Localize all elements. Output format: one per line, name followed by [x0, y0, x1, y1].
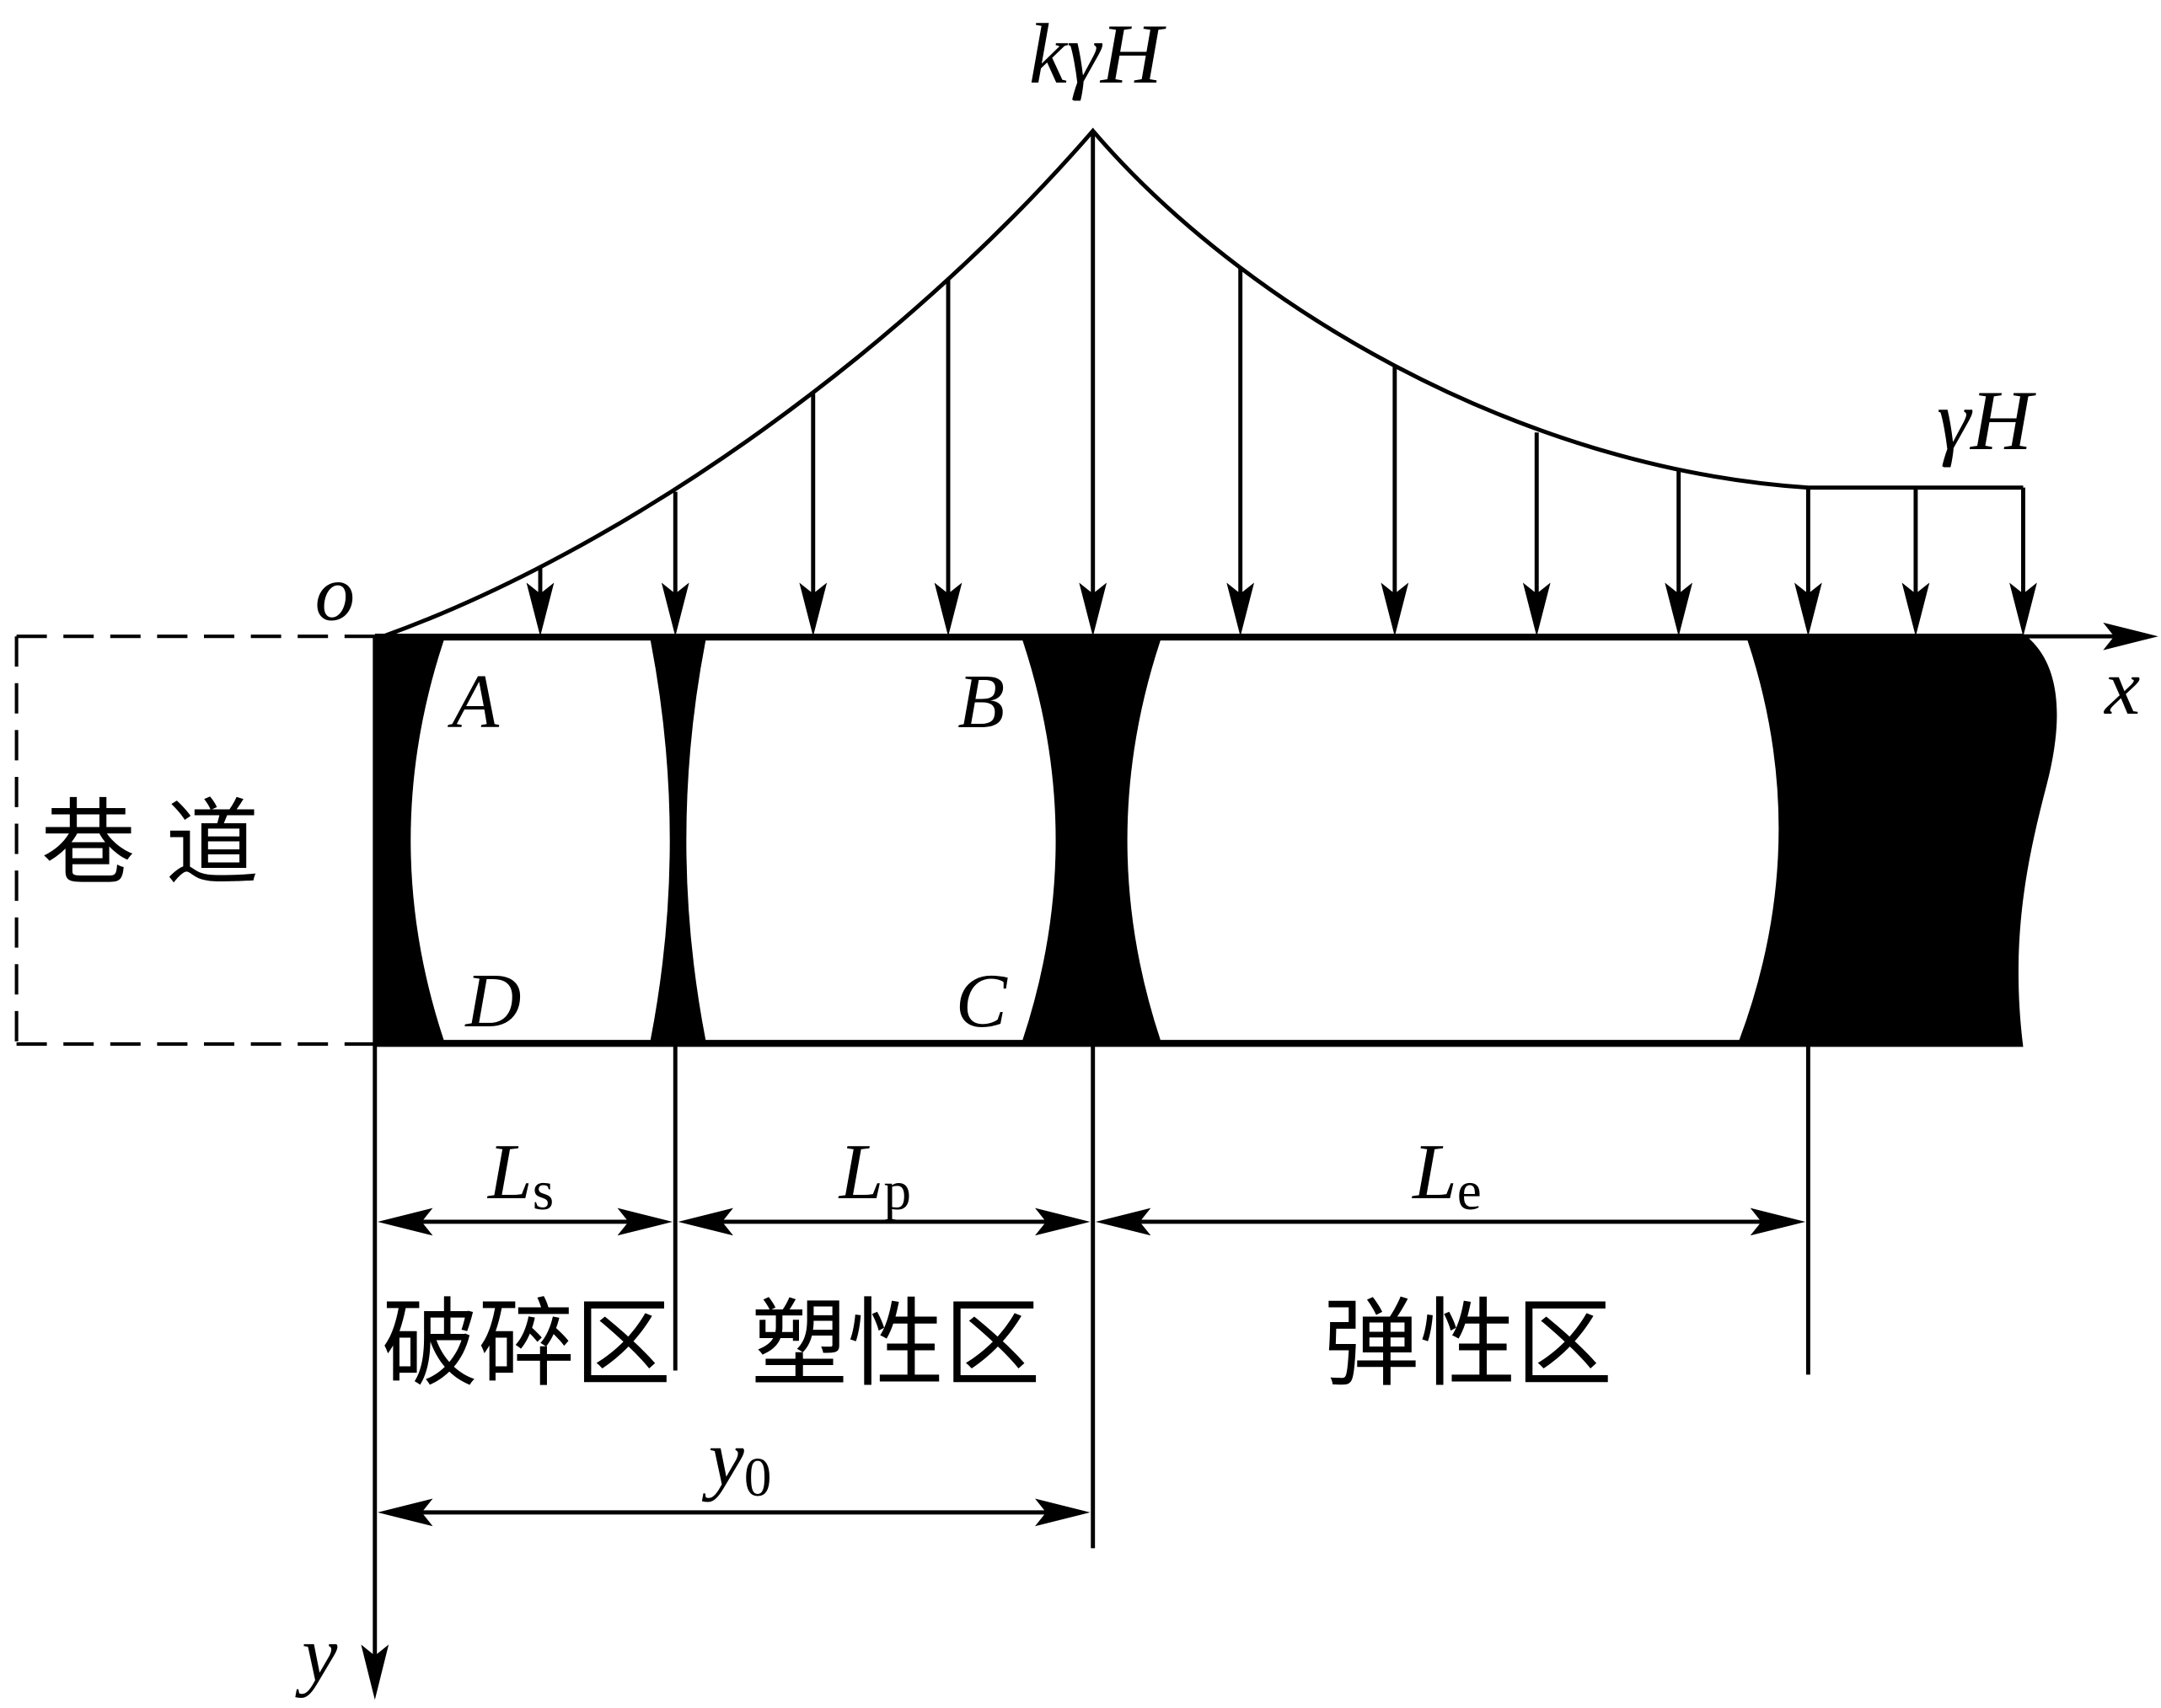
dimension-le-left-arrowhead	[1095, 1207, 1151, 1236]
dimension-y0-right-arrowhead	[1035, 1498, 1091, 1527]
plastic-zone-element	[686, 640, 1056, 1041]
dimension-lp-left-arrowhead	[678, 1207, 733, 1236]
base-load-label: γH	[1937, 373, 2036, 468]
dimension-ls-sub: s	[533, 1161, 554, 1222]
broken-zone-label: 破碎区	[382, 1288, 671, 1400]
corner-label-b: B	[957, 658, 1005, 744]
dimension-le	[1095, 1207, 1806, 1236]
y-axis-label: y	[295, 1609, 338, 1698]
dimension-y0-sub: 0	[744, 1448, 772, 1508]
stress-distribution-curve	[382, 127, 2024, 639]
load-arrow-head	[934, 582, 963, 637]
load-arrow-head	[1079, 582, 1107, 637]
x-axis-label: x	[2103, 643, 2140, 731]
load-arrow-head	[526, 582, 555, 637]
dimension-ls-left-arrowhead	[378, 1207, 433, 1236]
load-arrow-head	[799, 582, 828, 637]
roadway-label: 巷道	[41, 790, 289, 899]
corner-label-c: C	[956, 957, 1008, 1043]
dimension-ls	[378, 1207, 673, 1236]
elastic-zone-label: 弹性区	[1323, 1288, 1612, 1400]
dimension-lp-label: Lp	[838, 1127, 911, 1222]
load-arrow-head	[1665, 582, 1693, 637]
dimension-lp-sub: p	[883, 1161, 911, 1222]
load-arrow-head	[1226, 582, 1255, 637]
corner-label-d: D	[464, 957, 521, 1043]
load-arrow-head	[2009, 582, 2037, 637]
dimension-y0-label: y0	[702, 1414, 772, 1508]
dimension-ls-right-arrowhead	[617, 1207, 673, 1236]
x-axis-arrowhead	[2103, 622, 2158, 651]
load-arrow-head	[1794, 582, 1822, 637]
origin-label: o	[315, 549, 355, 638]
dimension-lp-main: L	[838, 1127, 884, 1216]
y-axis-arrowhead	[361, 1644, 389, 1700]
load-arrow-head	[661, 582, 689, 637]
load-arrow-head	[1381, 582, 1409, 637]
load-arrow-head	[1522, 582, 1551, 637]
dimension-le-right-arrowhead	[1750, 1207, 1806, 1236]
dimension-lp	[678, 1207, 1091, 1236]
roadway-outline	[14, 634, 375, 1047]
dimension-y0-main: y	[702, 1414, 745, 1502]
corner-label-a: A	[448, 658, 500, 744]
dimension-ls-label: Ls	[486, 1127, 554, 1222]
dimension-le-label: Le	[1411, 1127, 1482, 1222]
dimension-le-sub: e	[1457, 1161, 1482, 1222]
dimension-le-main: L	[1411, 1127, 1457, 1216]
dimension-y0-left-arrowhead	[378, 1498, 433, 1527]
dimension-lp-right-arrowhead	[1035, 1207, 1091, 1236]
load-arrow-head	[1901, 582, 1930, 637]
peak-load-label: kγH	[1029, 7, 1166, 101]
dimension-ls-main: L	[486, 1127, 533, 1216]
elastic-zone-element	[1127, 640, 1779, 1041]
load-arrows	[526, 131, 2037, 637]
broken-zone-element-ABCD	[410, 640, 670, 1041]
dimension-y0	[378, 1498, 1091, 1527]
plastic-zone-label: 塑性区	[751, 1288, 1040, 1400]
